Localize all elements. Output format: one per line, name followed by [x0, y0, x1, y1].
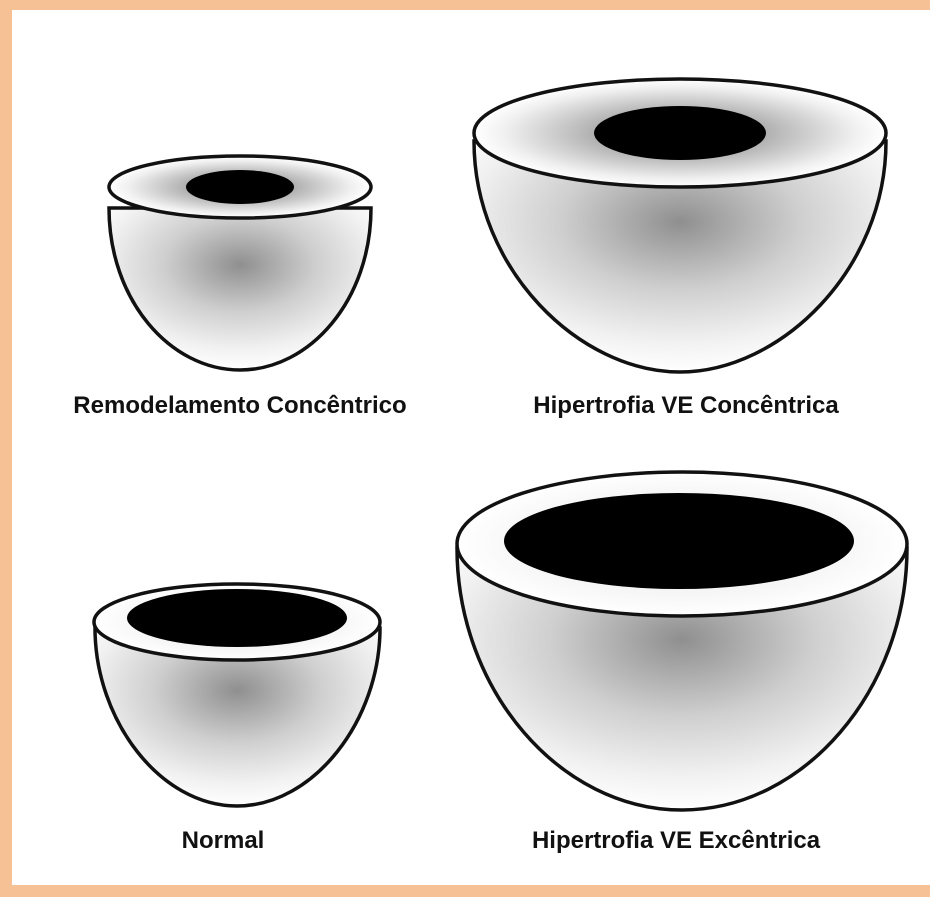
caption-concentric-remodeling: Remodelamento Concêntrico	[73, 392, 406, 420]
cavity-opening	[127, 589, 347, 647]
cavity-opening	[504, 493, 854, 589]
cup-body	[109, 208, 371, 370]
caption-eccentric-hypertrophy: Hipertrofia VE Excêntrica	[532, 827, 820, 855]
cavity-opening	[186, 170, 294, 204]
cavity-opening	[594, 106, 766, 160]
caption-normal: Normal	[182, 827, 265, 855]
caption-concentric-hypertrophy: Hipertrofia VE Concêntrica	[533, 392, 838, 420]
cup-normal	[94, 584, 380, 806]
cup-eccentric-hypertrophy	[457, 472, 907, 810]
cup-concentric-remodeling	[109, 156, 371, 370]
cup-concentric-hypertrophy	[474, 79, 886, 372]
